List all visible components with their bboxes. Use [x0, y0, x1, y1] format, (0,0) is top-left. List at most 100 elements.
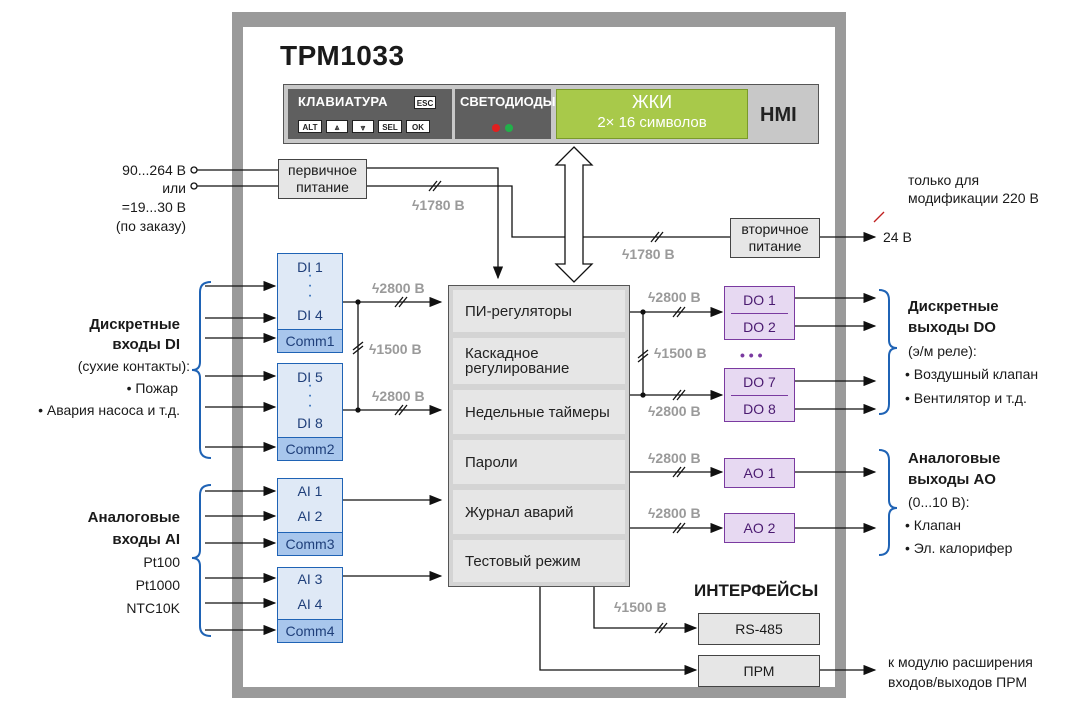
isolation-1500-rs485: ϟ1500 В [614, 599, 667, 615]
primary-power-label-2: питание [296, 179, 349, 195]
di-title-line-1: Дискретные [89, 316, 180, 333]
do-2-label: DO 2 [743, 319, 776, 335]
isolation-2800-ao2: ϟ2800 В [648, 505, 701, 521]
di-5-label: DI 5 [297, 369, 323, 385]
isolation-1780-secondary-value: 1780 В [629, 246, 675, 262]
comm3-block: Comm3 [277, 532, 343, 556]
core-block [448, 285, 630, 587]
output-24v: 24 В [883, 229, 912, 245]
power-input-line-3: =19...30 В [121, 199, 186, 215]
ai-type-pt1000: Pt1000 [135, 577, 180, 593]
isolation-1500-di-value: 1500 В [376, 341, 422, 357]
lcd-display [556, 89, 748, 139]
ao-desc-line-1: (0...10 В): [908, 494, 970, 510]
do-1-label: DO 1 [731, 287, 788, 314]
ai-3-label: AI 3 [297, 571, 323, 587]
do-group-2: DO 7 DO 8 [724, 368, 795, 422]
power-input-line-2: или [162, 180, 186, 196]
ao-1-block: AO 1 [724, 458, 795, 488]
di-title-line-2: входы DI [112, 336, 180, 353]
secondary-power-label-1: вторичное [741, 221, 809, 237]
sel-key: SEL [378, 120, 402, 133]
lightning-icon: ϟ [648, 450, 656, 466]
isolation-2800-di-top: ϟ2800 В [372, 280, 425, 296]
isolation-1500-di: ϟ1500 В [369, 341, 422, 357]
isolation-2800-do-bottom-value: 2800 В [655, 403, 701, 419]
lightning-icon: ϟ [654, 345, 662, 361]
secondary-power-label-2: питание [748, 238, 802, 254]
lightning-icon: ϟ [648, 505, 656, 521]
comm4-block: Comm4 [277, 619, 343, 643]
esc-key: ESC [414, 96, 436, 109]
isolation-2800-ao2-value: 2800 В [655, 505, 701, 521]
isolation-1500-do-value: 1500 В [661, 345, 707, 361]
green-led-icon [505, 124, 513, 132]
ao-desc-line-2: • Клапан [905, 517, 961, 533]
device-title: ТРМ1033 [280, 40, 405, 71]
core-cascade: Каскадное регулирование [453, 338, 625, 384]
lcd-title: ЖКИ [631, 92, 673, 112]
ao-desc-line-3: • Эл. калорифер [905, 540, 1013, 556]
di-1-label: DI 1 [297, 259, 323, 275]
do-desc-line-2: • Воздушный клапан [905, 366, 1039, 382]
power-input-line-1: 90...264 В [122, 162, 186, 178]
lcd-subtitle: 2× 16 символов [597, 114, 707, 131]
di-4-label: DI 4 [297, 307, 323, 323]
di-8-label: DI 8 [297, 415, 323, 431]
di-desc-line-2: • Пожар [126, 380, 178, 396]
lightning-icon: ϟ [372, 388, 380, 404]
lightning-icon: ϟ [622, 246, 630, 262]
do-7-label: DO 7 [731, 369, 788, 396]
lightning-icon: ϟ [648, 403, 656, 419]
lightning-icon: ϟ [648, 289, 656, 305]
isolation-1500-rs485-value: 1500 В [621, 599, 667, 615]
isolation-2800-di-top-value: 2800 В [379, 280, 425, 296]
ai-type-ntc10k: NTC10K [126, 600, 180, 616]
down-key-icon: ⩔ [352, 120, 374, 133]
power-note-line-2: модификации 220 В [908, 190, 1039, 206]
red-led-icon [492, 124, 500, 132]
do-title-line-2: выходы DO [908, 319, 996, 336]
comm1-block: Comm1 [277, 329, 343, 353]
leds-block [455, 89, 551, 139]
isolation-1780-primary-value: 1780 В [419, 197, 465, 213]
ao-2-block: AO 2 [724, 513, 795, 543]
power-note-line-1: только для [908, 172, 980, 188]
do-8-label: DO 8 [743, 401, 776, 417]
ok-key: OK [406, 120, 430, 133]
lightning-icon: ϟ [372, 280, 380, 296]
vertical-ellipsis-icon: ··· [307, 377, 313, 414]
prm-note-line-1: к модулю расширения [888, 654, 1033, 670]
isolation-2800-do-top-value: 2800 В [655, 289, 701, 305]
core-test-mode: Тестовый режим [453, 540, 625, 582]
isolation-1780-primary: ϟ1780 В [412, 197, 465, 213]
hmi-label: HMI [760, 104, 797, 126]
up-key-icon: ⩓ [326, 120, 348, 133]
isolation-1500-do: ϟ1500 В [654, 345, 707, 361]
do-desc-line-1: (э/м реле): [908, 343, 977, 359]
ai-title-line-2: входы AI [112, 531, 180, 548]
ai-4-label: AI 4 [297, 596, 323, 612]
isolation-1780-secondary: ϟ1780 В [622, 246, 675, 262]
leds-title: СВЕТОДИОДЫ [460, 94, 556, 109]
isolation-2800-do-top: ϟ2800 В [648, 289, 701, 305]
lightning-icon: ϟ [369, 341, 377, 357]
ai-2-label: AI 2 [297, 508, 323, 524]
isolation-2800-ao1: ϟ2800 В [648, 450, 701, 466]
core-week-timers: Недельные таймеры [453, 390, 625, 434]
interfaces-title: ИНТЕРФЕЙСЫ [694, 581, 819, 600]
prm-note-line-2: входов/выходов ПРМ [888, 674, 1028, 690]
prm-block: ПРМ [698, 655, 820, 687]
ai-title-line-1: Аналоговые [87, 509, 180, 526]
lightning-icon: ϟ [412, 197, 420, 213]
vertical-ellipsis-icon: ··· [307, 267, 313, 304]
do-group-1: DO 1 DO 2 [724, 286, 795, 340]
isolation-2800-do-bottom: ϟ2800 В [648, 403, 701, 419]
di-desc-line-1: (сухие контакты): [77, 358, 190, 374]
primary-power-box: первичное питание [278, 159, 367, 199]
core-passwords: Пароли [453, 440, 625, 484]
ao-title-line-1: Аналоговые [908, 450, 1001, 467]
core-alarm-log: Журнал аварий [453, 490, 625, 534]
lightning-icon: ϟ [614, 599, 622, 615]
